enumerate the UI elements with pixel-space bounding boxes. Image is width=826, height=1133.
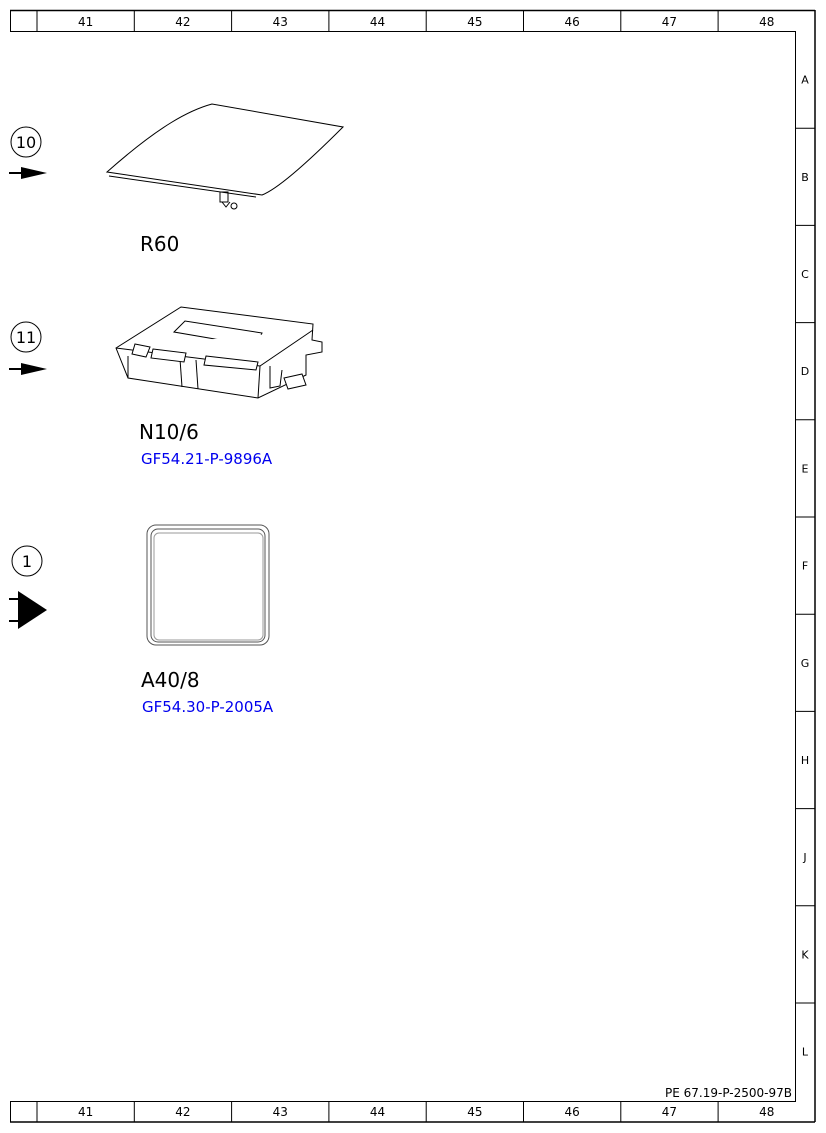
component-label: R60: [140, 232, 179, 256]
column-label-bottom: 47: [662, 1105, 677, 1119]
sheet-frame: [10, 9, 816, 1123]
document-link[interactable]: GF54.30-P-2005A: [142, 698, 274, 716]
column-label-top: 48: [759, 15, 774, 29]
row-label: C: [801, 268, 809, 281]
component-r60: 10 R60: [9, 103, 345, 256]
column-labels-bottom: 41 42 43 44 45 46 47 48: [78, 1105, 774, 1119]
callout-number: 11: [16, 328, 36, 347]
column-label-bottom: 46: [565, 1105, 580, 1119]
row-label: H: [801, 754, 809, 767]
connector-arrow-icon: [9, 591, 47, 629]
component-label: N10/6: [139, 420, 199, 444]
column-label-bottom: 45: [467, 1105, 482, 1119]
heating-element-drawing: [105, 103, 345, 210]
control-unit-drawing: [115, 306, 323, 399]
arrow-icon: [9, 363, 47, 375]
column-dividers: [36, 10, 719, 1122]
row-labels: A B C D E F G H J K L: [801, 74, 810, 1059]
callout-circle: [10, 126, 42, 158]
column-label-top: 45: [467, 15, 482, 29]
row-label: E: [802, 462, 809, 475]
column-label-top: 42: [175, 15, 190, 29]
column-labels-top: 41 42 43 44 45 46 47 48: [78, 15, 774, 29]
document-link[interactable]: GF54.21-P-9896A: [141, 450, 273, 468]
column-label-top: 46: [565, 15, 580, 29]
document-id: PE 67.19-P-2500-97B: [665, 1086, 792, 1100]
row-label: D: [801, 365, 809, 378]
column-label-bottom: 43: [273, 1105, 288, 1119]
column-label-top: 43: [273, 15, 288, 29]
display-unit-drawing: [146, 524, 270, 646]
callout-number: 1: [22, 552, 32, 571]
row-label: J: [802, 851, 806, 864]
column-label-top: 41: [78, 15, 93, 29]
row-label: G: [801, 657, 810, 670]
column-label-top: 47: [662, 15, 677, 29]
row-label: A: [801, 74, 809, 87]
row-label: F: [802, 560, 808, 573]
row-label: L: [802, 1046, 809, 1059]
callout-circle: [10, 321, 42, 353]
arrow-icon: [9, 167, 47, 179]
callout-number: 10: [16, 133, 36, 152]
column-label-bottom: 44: [370, 1105, 385, 1119]
row-dividers: [795, 127, 815, 1004]
component-label: A40/8: [141, 668, 200, 692]
component-n10-6: 11 N10/6 GF54.21-P-9896A: [9, 306, 323, 468]
row-label: B: [801, 171, 809, 184]
callout-circle: [11, 545, 43, 577]
row-label: K: [801, 948, 809, 961]
column-label-top: 44: [370, 15, 385, 29]
column-label-bottom: 42: [175, 1105, 190, 1119]
column-label-bottom: 48: [759, 1105, 774, 1119]
component-a40-8: 1 A40/8 GF54.30-P-2005A: [9, 524, 274, 716]
column-label-bottom: 41: [78, 1105, 93, 1119]
